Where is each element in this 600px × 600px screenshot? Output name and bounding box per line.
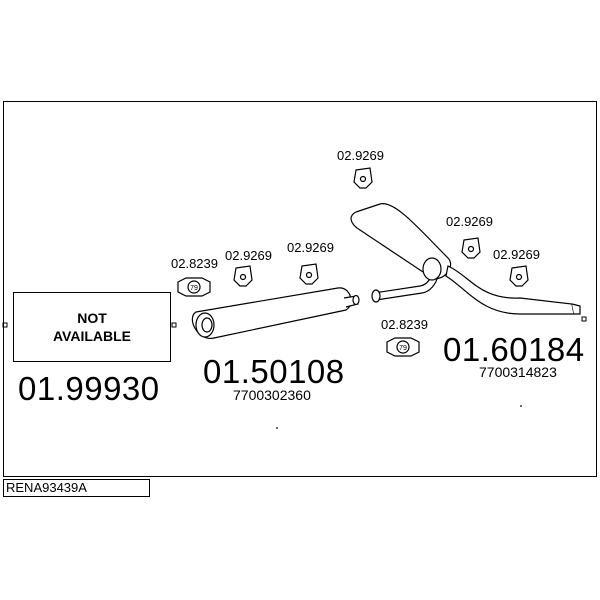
part-number-left: 01.99930 — [18, 370, 160, 407]
clamp-icon-mid: 79 — [177, 277, 211, 297]
hanger-icon-right-2 — [509, 265, 529, 287]
label-hanger-right-1: 02.9269 — [446, 214, 493, 229]
middle-silencer — [191, 287, 360, 339]
hanger-icon-top — [353, 167, 373, 189]
connector-left — [2, 322, 8, 328]
hanger-icon-right-1 — [461, 237, 481, 259]
not-available-line1: NOT — [77, 310, 107, 326]
label-hanger-mid-1: 02.9269 — [225, 248, 272, 263]
label-hanger-right-2: 02.9269 — [493, 247, 540, 262]
connector-right — [581, 316, 587, 322]
vehicle-code: RENA93439A — [6, 480, 87, 495]
label-clamp-lower: 02.8239 — [381, 317, 428, 332]
not-available-box: NOT AVAILABLE — [13, 292, 171, 362]
label-hanger-top: 02.9269 — [337, 148, 384, 163]
part-number-right: 01.60184 — [443, 331, 585, 368]
label-hanger-mid-2: 02.9269 — [287, 240, 334, 255]
hanger-icon-mid-2 — [299, 263, 319, 285]
dot-1 — [276, 427, 278, 429]
rear-silencer-assembly — [350, 203, 581, 315]
svg-text:79: 79 — [399, 345, 407, 352]
part-ref-middle: 7700302360 — [233, 387, 311, 403]
vehicle-code-box: RENA93439A — [3, 479, 150, 497]
label-clamp-mid: 02.8239 — [171, 256, 218, 271]
dot-2 — [520, 405, 522, 407]
clamp-icon-lower: 79 — [386, 337, 420, 357]
svg-text:79: 79 — [190, 285, 198, 292]
diagram-frame — [3, 101, 597, 477]
hanger-icon-mid-1 — [233, 265, 253, 287]
part-ref-right: 7700314823 — [479, 364, 557, 380]
part-number-middle: 01.50108 — [203, 353, 345, 390]
not-available-line2: AVAILABLE — [52, 328, 132, 344]
connector-mid — [171, 322, 177, 328]
